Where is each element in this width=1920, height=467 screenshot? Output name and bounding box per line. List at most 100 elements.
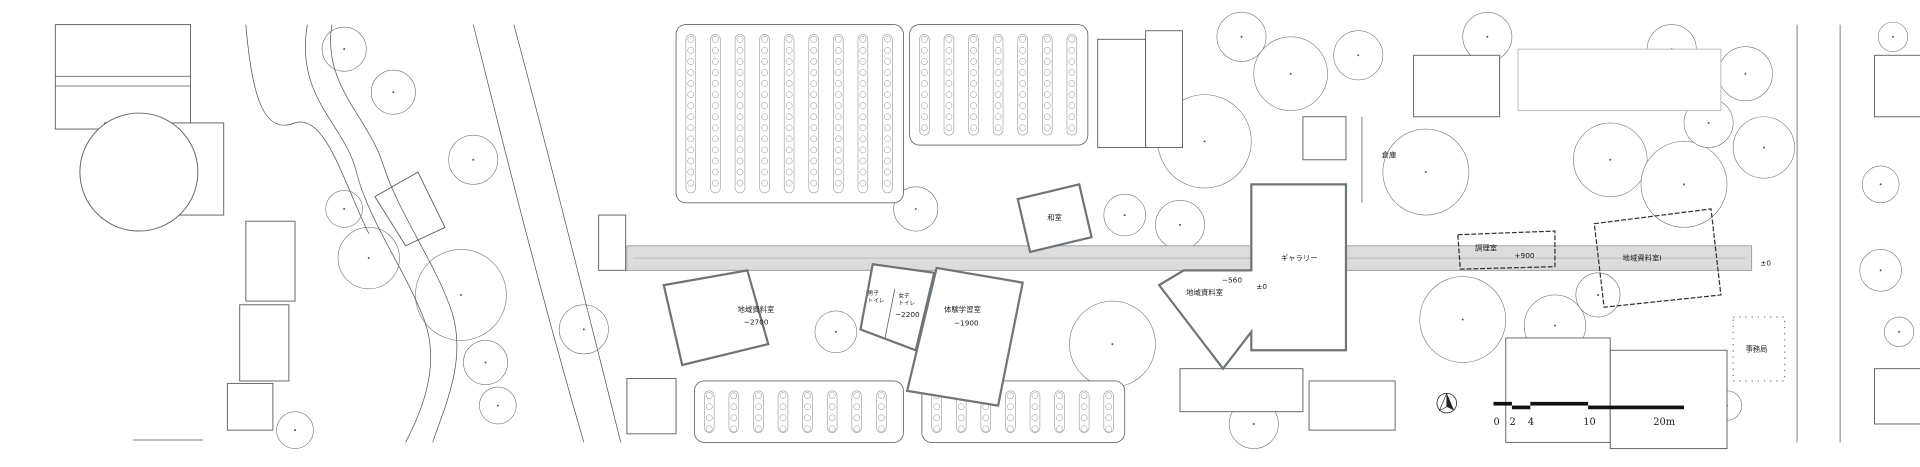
plant-mark bbox=[921, 58, 928, 65]
plant-mark bbox=[687, 58, 695, 65]
plant-mark bbox=[761, 47, 768, 54]
plant-mark bbox=[785, 135, 793, 143]
tree-center bbox=[1762, 146, 1765, 149]
plant-mark bbox=[970, 91, 977, 98]
label-kitchen: 調理室 bbox=[1475, 244, 1497, 253]
plant-mark bbox=[859, 135, 867, 143]
plant-mark bbox=[736, 80, 744, 87]
plant-mark bbox=[957, 403, 965, 411]
crop-row bbox=[734, 34, 746, 194]
plant-mark bbox=[1080, 392, 1088, 400]
crop-row bbox=[857, 34, 869, 194]
plant-mark bbox=[945, 91, 953, 98]
crop-row bbox=[710, 34, 721, 194]
plant-mark bbox=[810, 91, 818, 98]
plant-mark bbox=[878, 392, 885, 400]
plant-mark bbox=[970, 124, 977, 132]
plant-mark bbox=[884, 69, 891, 76]
plant-mark bbox=[859, 146, 867, 154]
plant-mark bbox=[761, 179, 768, 187]
plant-mark bbox=[853, 425, 861, 433]
plant-mark bbox=[970, 102, 977, 110]
tree-center bbox=[294, 429, 296, 432]
plant-mark bbox=[859, 69, 867, 76]
plant-mark bbox=[884, 47, 891, 54]
plant-mark bbox=[705, 403, 713, 411]
tree-center bbox=[1179, 223, 1182, 226]
plant-mark bbox=[828, 425, 836, 433]
plant-mark bbox=[1080, 414, 1088, 422]
plant-mark bbox=[785, 80, 793, 87]
plant-mark bbox=[945, 69, 953, 76]
plant-mark bbox=[1068, 102, 1076, 110]
scale-bar: 0 2 4 10 20m bbox=[1493, 401, 1684, 428]
plant-mark bbox=[730, 425, 738, 433]
plant-mark bbox=[785, 124, 793, 132]
crop-row bbox=[759, 34, 770, 194]
north-arrow-icon bbox=[1436, 392, 1458, 414]
tree-center bbox=[1111, 343, 1114, 346]
plant-mark bbox=[884, 80, 891, 87]
plant-mark bbox=[878, 425, 885, 433]
plant-mark bbox=[1043, 36, 1051, 43]
plant-mark bbox=[994, 36, 1002, 43]
plant-mark bbox=[785, 168, 793, 176]
plant-mark bbox=[785, 157, 793, 165]
plant-mark bbox=[1068, 113, 1076, 121]
plant-mark bbox=[853, 392, 861, 400]
tree-center bbox=[1203, 140, 1206, 143]
plant-mark bbox=[921, 36, 928, 43]
plant-mark bbox=[1043, 58, 1051, 65]
plant-mark bbox=[755, 392, 762, 400]
plant-mark bbox=[834, 135, 842, 143]
plant-mark bbox=[1031, 414, 1039, 422]
label-storage: 倉庫 bbox=[1382, 150, 1397, 159]
plant-mark bbox=[853, 414, 861, 422]
plant-mark bbox=[957, 414, 965, 422]
plant-mark bbox=[1019, 91, 1027, 98]
plant-mark bbox=[859, 113, 867, 121]
crop-row bbox=[753, 390, 764, 433]
plant-mark bbox=[994, 80, 1002, 87]
plant-mark bbox=[945, 124, 953, 132]
plant-mark bbox=[761, 36, 768, 43]
plant-mark bbox=[810, 58, 818, 65]
plant-mark bbox=[834, 157, 842, 165]
plant-mark bbox=[1068, 69, 1076, 76]
plant-mark bbox=[712, 58, 719, 65]
plant-mark bbox=[779, 414, 787, 422]
plant-mark bbox=[712, 124, 719, 132]
plant-mark bbox=[859, 124, 867, 132]
plant-mark bbox=[810, 102, 818, 110]
neighbor-building bbox=[245, 220, 296, 302]
plant-mark bbox=[1105, 403, 1113, 411]
plant-mark bbox=[834, 47, 842, 54]
plant-mark bbox=[761, 146, 768, 154]
crop-row bbox=[1078, 390, 1090, 433]
plant-mark bbox=[1068, 36, 1076, 43]
plant-mark bbox=[1043, 69, 1051, 76]
plant-mark bbox=[712, 179, 719, 187]
plant-mark bbox=[834, 69, 842, 76]
plant-mark bbox=[687, 157, 695, 165]
plant-mark bbox=[687, 135, 695, 143]
plant-mark bbox=[736, 102, 744, 110]
parking-fields bbox=[675, 24, 1126, 443]
plant-mark bbox=[859, 58, 867, 65]
plant-mark bbox=[1056, 414, 1063, 422]
plant-mark bbox=[1056, 392, 1063, 400]
crop-row bbox=[1066, 34, 1078, 136]
plant-mark bbox=[736, 135, 744, 143]
plant-mark bbox=[810, 157, 818, 165]
plant-mark bbox=[687, 102, 695, 110]
plant-mark bbox=[1019, 36, 1027, 43]
level-kitchen: +900 bbox=[1514, 251, 1535, 260]
plant-mark bbox=[687, 36, 695, 43]
crop-row bbox=[808, 34, 819, 194]
plant-mark bbox=[761, 168, 768, 176]
plant-mark bbox=[785, 179, 793, 187]
plant-mark bbox=[1043, 102, 1051, 110]
plant-mark bbox=[834, 179, 842, 187]
plant-mark bbox=[761, 113, 768, 121]
